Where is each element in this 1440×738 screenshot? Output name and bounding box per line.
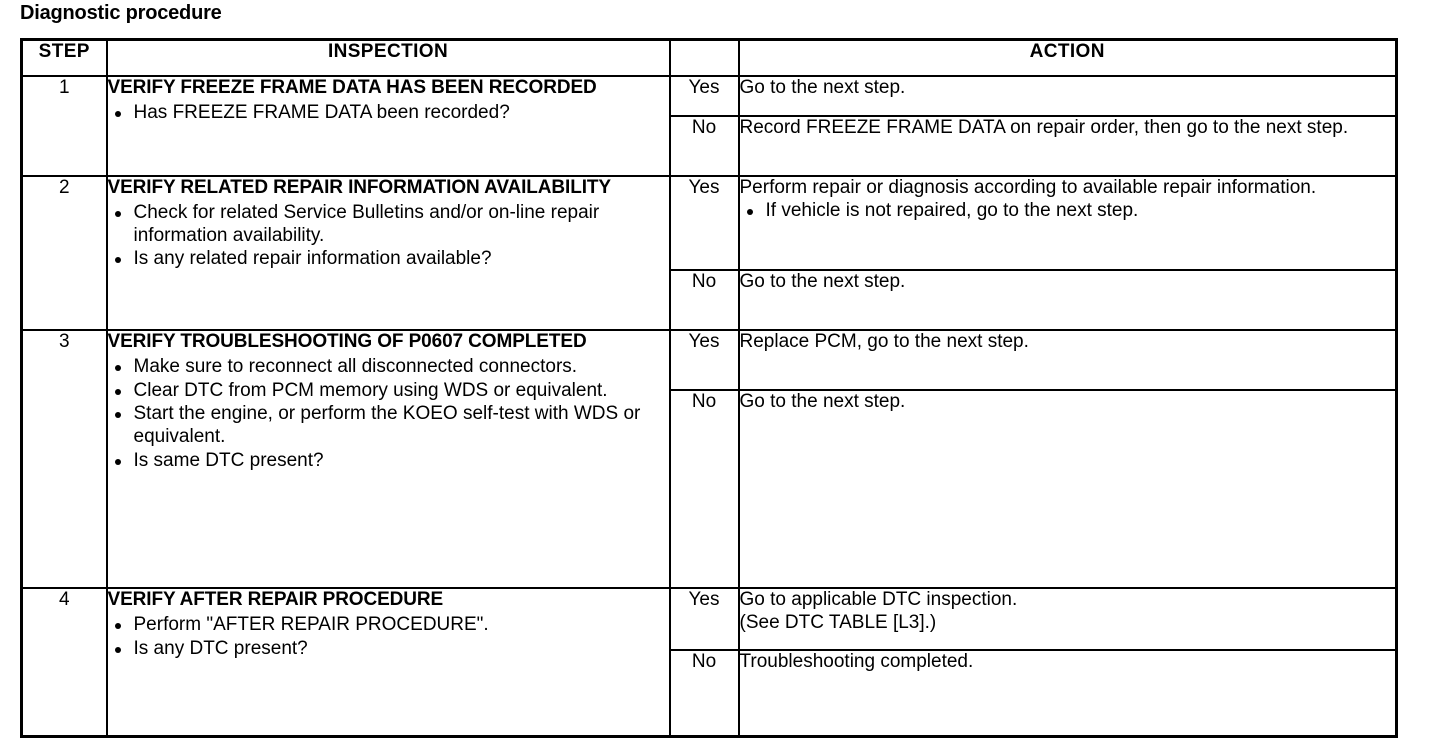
action-cell-yes: Go to the next step.: [737, 75, 1398, 117]
inspection-heading: VERIFY TROUBLESHOOTING OF P0607 COMPLETE…: [107, 331, 587, 352]
action-line: Go to applicable DTC inspection.: [739, 589, 1018, 610]
action-reference: (See DTC TABLE [L3].): [739, 611, 937, 633]
table-row: 1 VERIFY FREEZE FRAME DATA HAS BEEN RECO…: [20, 75, 1398, 177]
table-header-row: STEP INSPECTION ACTION: [20, 38, 1398, 77]
action-line: Replace PCM, go to the next step.: [739, 331, 1029, 352]
step-number: 1: [20, 75, 108, 177]
action-line: Perform repair or diagnosis according to…: [739, 177, 1317, 198]
list-item: Perform "AFTER REPAIR PROCEDURE".: [108, 614, 669, 637]
list-item: Check for related Service Bulletins and/…: [108, 202, 669, 248]
step-number: 4: [20, 587, 108, 738]
inspection-cell: VERIFY FREEZE FRAME DATA HAS BEEN RECORD…: [105, 75, 671, 177]
list-item: Clear DTC from PCM memory using WDS or e…: [108, 380, 669, 403]
table-row: No Record FREEZE FRAME DATA on repair or…: [22, 115, 1398, 177]
list-item: Is any related repair information availa…: [108, 248, 669, 271]
table-row: No Go to the next step.: [22, 389, 1398, 589]
action-cell-yes: Go to applicable DTC inspection. (See DT…: [737, 587, 1398, 651]
list-item: Start the engine, or perform the KOEO se…: [108, 403, 669, 449]
action-cell-yes: Replace PCM, go to the next step.: [737, 329, 1398, 391]
answer-no: No: [668, 649, 740, 738]
table-row: 4 VERIFY AFTER REPAIR PROCEDURE Perform …: [20, 587, 1398, 738]
action-cell-no: Record FREEZE FRAME DATA on repair order…: [737, 115, 1398, 177]
inspection-bullet-list: Check for related Service Bulletins and/…: [108, 202, 669, 271]
inspection-cell: VERIFY AFTER REPAIR PROCEDURE Perform "A…: [105, 587, 671, 738]
list-item: Has FREEZE FRAME DATA been recorded?: [108, 102, 669, 125]
action-line: Go to the next step.: [739, 391, 906, 412]
step-number: 3: [20, 329, 108, 589]
action-line: Troubleshooting completed.: [739, 651, 974, 672]
column-header-answer-spacer: [668, 38, 740, 77]
inspection-heading: VERIFY RELATED REPAIR INFORMATION AVAILA…: [107, 177, 612, 198]
inspection-bullet-list: Make sure to reconnect all disconnected …: [108, 356, 669, 473]
table-row: 2 VERIFY RELATED REPAIR INFORMATION AVAI…: [20, 175, 1398, 331]
answer-yes: Yes: [668, 587, 740, 651]
step-number: 2: [20, 175, 108, 331]
action-cell-no: Go to the next step.: [737, 389, 1398, 589]
diagnostic-procedure-table: STEP INSPECTION ACTION 1 VERIFY FREEZE F…: [20, 38, 1398, 738]
answer-no: No: [668, 389, 740, 589]
action-line: Go to the next step.: [739, 271, 906, 292]
page-title: Diagnostic procedure: [20, 2, 222, 24]
list-item: Is any DTC present?: [108, 638, 669, 661]
inspection-cell: VERIFY TROUBLESHOOTING OF P0607 COMPLETE…: [105, 329, 671, 589]
list-item: Make sure to reconnect all disconnected …: [108, 356, 669, 379]
list-item: Is same DTC present?: [108, 450, 669, 473]
action-cell-no: Troubleshooting completed.: [737, 649, 1398, 738]
inspection-bullet-list: Has FREEZE FRAME DATA been recorded?: [108, 102, 669, 125]
table-row: No Go to the next step.: [22, 269, 1398, 331]
column-header-action: ACTION: [737, 38, 1398, 77]
answer-no: No: [668, 115, 740, 177]
answer-yes: Yes: [668, 75, 740, 117]
inspection-heading: VERIFY AFTER REPAIR PROCEDURE: [107, 589, 444, 610]
inspection-heading: VERIFY FREEZE FRAME DATA HAS BEEN RECORD…: [107, 77, 597, 98]
column-header-inspection: INSPECTION: [105, 38, 671, 77]
action-line: Go to the next step.: [739, 77, 906, 98]
action-line: Record FREEZE FRAME DATA on repair order…: [739, 117, 1349, 138]
list-item: If vehicle is not repaired, go to the ne…: [740, 200, 1396, 223]
action-bullet-list: If vehicle is not repaired, go to the ne…: [740, 200, 1396, 223]
inspection-cell: VERIFY RELATED REPAIR INFORMATION AVAILA…: [105, 175, 671, 331]
answer-no: No: [668, 269, 740, 331]
column-header-step: STEP: [20, 38, 108, 77]
inspection-bullet-list: Perform "AFTER REPAIR PROCEDURE". Is any…: [108, 614, 669, 661]
action-cell-yes: Perform repair or diagnosis according to…: [737, 175, 1398, 271]
table-row: 3 VERIFY TROUBLESHOOTING OF P0607 COMPLE…: [20, 329, 1398, 589]
answer-yes: Yes: [668, 329, 740, 391]
answer-yes: Yes: [668, 175, 740, 271]
action-cell-no: Go to the next step.: [737, 269, 1398, 331]
table-row: No Troubleshooting completed.: [22, 649, 1398, 738]
